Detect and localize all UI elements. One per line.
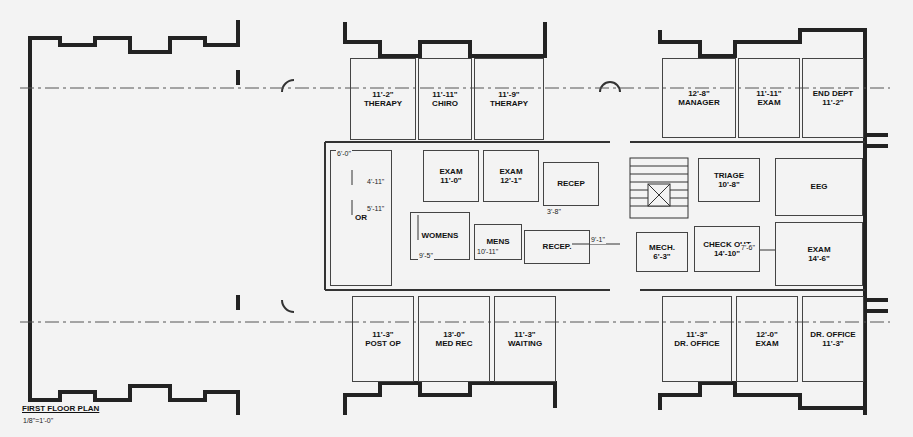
room: 11'-2"THERAPY (350, 58, 416, 140)
room-text: OR (354, 213, 368, 222)
top-wall (345, 22, 545, 56)
dimension-label: 4'-11" (366, 178, 385, 186)
room-text: EXAM (438, 167, 463, 176)
room-text: DR. OFFICE (809, 330, 856, 339)
room-text: WOMENS (421, 231, 460, 240)
room: 11'-3"DR. OFFICE (662, 296, 732, 382)
room-text: 14'-10" (713, 249, 741, 258)
room-text: MANAGER (677, 98, 720, 107)
room-text: 11'-0" (439, 176, 462, 185)
room: EXAM14'-6" (775, 222, 863, 286)
room-text: THERAPY (363, 99, 403, 108)
room: 11'-11"EXAM (738, 58, 800, 138)
door-swing (282, 80, 620, 312)
room: EXAM11'-0" (423, 150, 479, 202)
room: RECEP (543, 162, 599, 206)
room: TRIAGE10'-8" (698, 158, 760, 202)
wall-stub (865, 135, 888, 311)
elevator (648, 184, 670, 206)
room-text: EXAM (756, 98, 781, 107)
dimension-label: 3'-8" (546, 208, 562, 216)
room-text: MENS (485, 237, 510, 246)
room-text: DR. OFFICE (673, 339, 720, 348)
dimension-label: 1/8"=1'-0" (22, 417, 54, 425)
room: OR (330, 150, 392, 286)
room-text: RECEP. (542, 242, 573, 251)
room-text: 12'-8" (687, 89, 711, 98)
room-text: 10'-8" (717, 180, 741, 189)
room: END DEPT11'-2" (802, 58, 864, 138)
room: RECEP. (524, 230, 590, 264)
bottom-wall (345, 383, 555, 415)
room-text: MED REC (435, 339, 474, 348)
room: EEG (775, 158, 863, 216)
center-line (20, 88, 890, 322)
room: 11'-3"WAITING (494, 296, 556, 382)
dimension-line (352, 170, 775, 250)
left-wing-wall (30, 20, 238, 415)
dimension-label: 5'-11" (366, 205, 385, 213)
room-text: 11'-2" (371, 90, 394, 99)
room: EXAM12'-1" (483, 150, 539, 202)
room-text: EXAM (754, 339, 779, 348)
room-text: 6'-3" (652, 252, 671, 261)
room: DR. OFFICE11'-3" (802, 296, 864, 382)
dimension-label: 6'-0" (336, 150, 352, 158)
stair-treads (630, 166, 688, 206)
corridor-wall (325, 142, 865, 290)
room-text: 11'-2" (821, 98, 844, 107)
room-text: 12'-0" (755, 330, 779, 339)
room-text: EEG (810, 182, 829, 191)
room-text: 11'-9" (497, 90, 520, 99)
room-text: 11'-3" (821, 339, 844, 348)
room: 11'-9"THERAPY (474, 58, 544, 140)
top-wall (660, 30, 865, 56)
stair (630, 158, 688, 218)
bottom-wall (660, 383, 865, 410)
dimension-label: 9'-5" (418, 252, 434, 260)
room-text: 14'-6" (807, 254, 831, 263)
dimension-label: 7'-6" (740, 244, 756, 252)
room: 11'-11"CHIRO (418, 58, 472, 140)
room-text: 11'-3" (685, 330, 708, 339)
room-text: 12'-1" (499, 176, 523, 185)
room: 12'-8"MANAGER (662, 58, 736, 138)
room: 11'-3"POST OP (352, 296, 414, 382)
room-text: MECH. (648, 243, 676, 252)
dimension-label: 10'-11" (476, 248, 499, 256)
room-text: 11'-11" (755, 89, 782, 98)
room-text: POST OP (364, 339, 402, 348)
room-text: 11'-11" (431, 90, 458, 99)
room-text: THERAPY (489, 99, 529, 108)
room-text: RECEP (556, 179, 586, 188)
room: 12'-0"EXAM (736, 296, 798, 382)
room: 13'-0"MED REC (418, 296, 490, 382)
room-text: 11'-3" (371, 330, 394, 339)
room-text: EXAM (806, 245, 831, 254)
room-text: END DEPT (812, 89, 854, 98)
room-text: 11'-3" (513, 330, 536, 339)
room: MECH.6'-3" (636, 232, 688, 272)
room-text: TRIAGE (713, 171, 745, 180)
room-text: EXAM (498, 167, 523, 176)
room-text: CHIRO (431, 99, 459, 108)
elevator-cross (648, 184, 670, 206)
dimension-label: 9'-1" (590, 236, 606, 244)
room-text: WAITING (507, 339, 543, 348)
wing-link-wall (236, 70, 240, 310)
plan-title: FIRST FLOOR PLAN (22, 404, 99, 413)
room-text: 13'-0" (442, 330, 466, 339)
